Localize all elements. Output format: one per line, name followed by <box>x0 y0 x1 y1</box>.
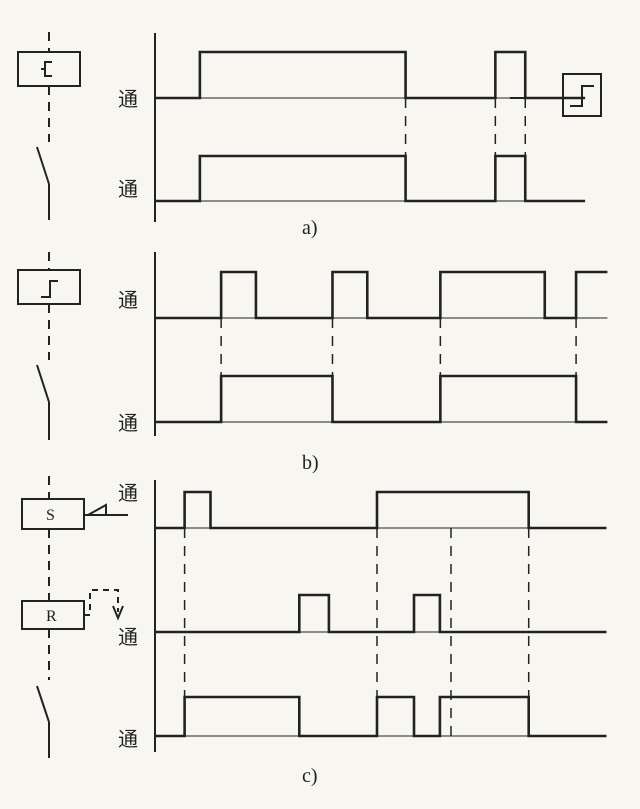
signal-waveform <box>155 374 608 424</box>
row-label: 通 <box>118 625 138 649</box>
signal-waveform <box>155 50 586 100</box>
signal-waveform <box>155 490 607 530</box>
panel-caption: c) <box>302 765 318 787</box>
step-pulse-icon <box>570 85 594 107</box>
row-label: 通 <box>118 481 138 505</box>
ondelay-relay-icon <box>41 61 52 77</box>
panel-a: 通 通 a) <box>17 32 602 239</box>
panel-caption: b) <box>302 452 319 474</box>
contact-switch-c <box>36 685 50 723</box>
output-box-a <box>562 73 602 117</box>
reset-arrow-icon <box>112 605 124 621</box>
signal-waveform <box>155 154 586 203</box>
row-label: 通 <box>118 87 138 111</box>
step-pulse-icon <box>41 280 58 298</box>
row-label: 通 <box>118 411 138 435</box>
reset-link-dashed <box>84 589 119 616</box>
row-label: 通 <box>118 177 138 201</box>
row-label: 通 <box>118 288 138 312</box>
relay-coil-r-label: R <box>46 608 57 625</box>
contact-switch-a <box>36 146 50 185</box>
row-label: 通 <box>118 727 138 751</box>
panel-caption: a) <box>302 217 318 239</box>
signal-waveform <box>155 593 607 634</box>
set-trigger-icon <box>84 503 128 516</box>
panel-c: S R 通 通 通 c) <box>21 476 607 787</box>
signal-waveform <box>155 270 608 320</box>
signal-waveform <box>155 695 607 738</box>
contact-switch-b <box>36 364 50 403</box>
panel-b: 通 通 b) <box>17 252 608 474</box>
relay-coil-a <box>17 51 81 87</box>
relay-coil-s-label: S <box>46 507 55 524</box>
